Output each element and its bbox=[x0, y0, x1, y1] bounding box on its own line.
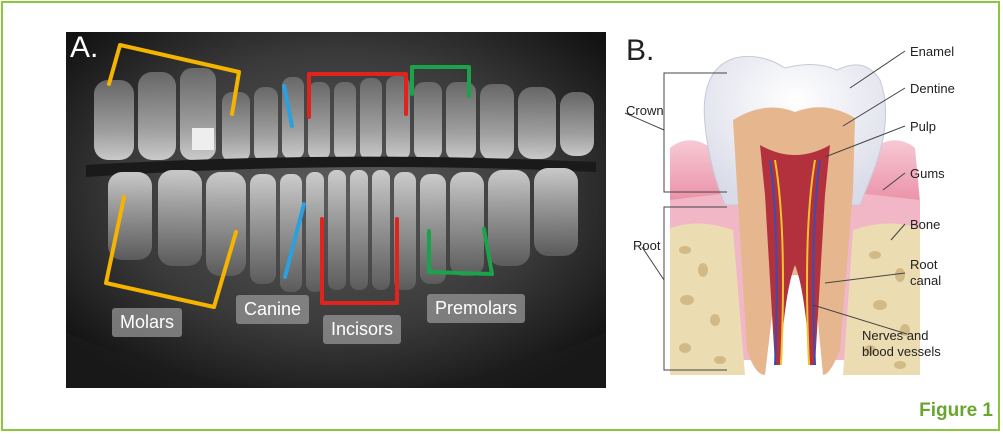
nerves-label: Nerves and blood vessels bbox=[862, 328, 941, 360]
pulp-label: Pulp bbox=[910, 119, 936, 135]
root-canal-label: Root canal bbox=[910, 257, 941, 289]
crown-label: Crown bbox=[626, 103, 664, 119]
gums-label: Gums bbox=[910, 166, 945, 182]
canine-label: Canine bbox=[236, 295, 309, 324]
figure-label: Figure 1 bbox=[919, 400, 993, 422]
incisors-label: Incisors bbox=[323, 315, 401, 344]
dentine-label: Dentine bbox=[910, 81, 955, 97]
premolars-label: Premolars bbox=[427, 294, 525, 323]
root-canal-line-1: Root bbox=[910, 257, 937, 272]
molars-label: Molars bbox=[112, 308, 182, 337]
panel-a-letter: A. bbox=[70, 31, 98, 65]
panel-b-letter: B. bbox=[626, 34, 654, 68]
root-label: Root bbox=[633, 238, 660, 254]
bone-label: Bone bbox=[910, 217, 940, 233]
enamel-label: Enamel bbox=[910, 44, 954, 60]
nerves-line-2: blood vessels bbox=[862, 344, 941, 359]
root-canal-line-2: canal bbox=[910, 273, 941, 288]
nerves-line-1: Nerves and bbox=[862, 328, 928, 343]
